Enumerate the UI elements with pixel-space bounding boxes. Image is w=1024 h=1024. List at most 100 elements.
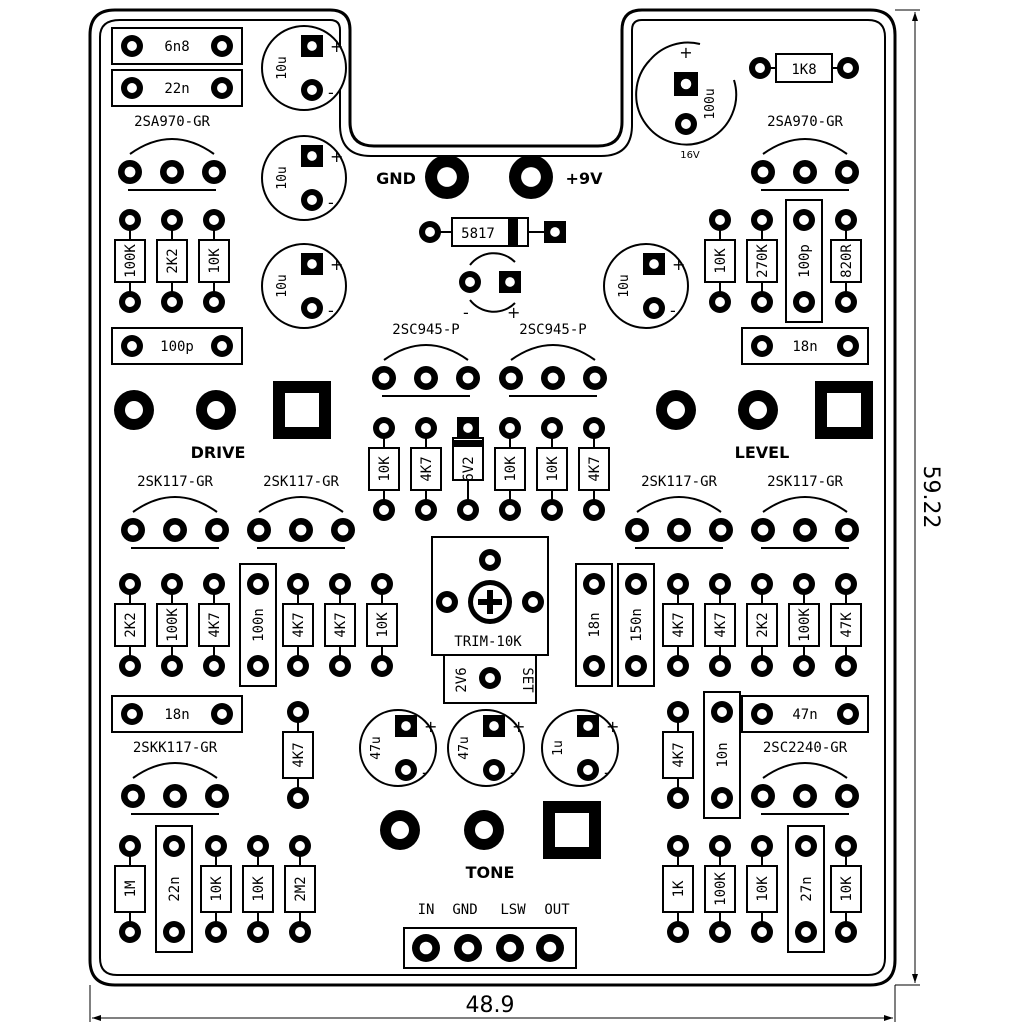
minus-mark: -: [463, 303, 469, 322]
pad: [667, 701, 689, 723]
pad: [709, 835, 731, 857]
drive-pot: [114, 381, 331, 439]
pad: [121, 703, 143, 725]
pad: [499, 499, 521, 521]
resistor-r_mid4: 10K: [494, 417, 526, 521]
resistor-value: 10K: [375, 612, 391, 638]
cap-value: 18n: [587, 612, 603, 637]
pad: [667, 518, 691, 542]
pad: [751, 160, 775, 184]
resistor-value: 4K7: [419, 456, 435, 481]
resistor-r_br3: 10K: [746, 835, 778, 943]
io-in-label: IN: [418, 902, 435, 918]
pad: [414, 366, 438, 390]
cap-value: 27n: [799, 876, 815, 901]
pad: [454, 934, 482, 962]
pad: [479, 667, 501, 689]
film-cap-r_ml4: 100n: [239, 563, 277, 687]
resistor-value: 100K: [797, 608, 813, 642]
board-outline: [88, 8, 897, 987]
v9-label: +9V: [566, 169, 604, 188]
cap-value: 6n8: [164, 39, 189, 55]
pad: [163, 835, 185, 857]
trimmer-set: SET: [519, 667, 535, 693]
pad: [289, 518, 313, 542]
pad: [656, 390, 696, 430]
resistor-r_tl1: 100K: [114, 209, 146, 313]
pad: [329, 655, 351, 677]
resistor-value: 1K8: [791, 62, 816, 78]
electrolytic-e2: +-10u: [261, 135, 347, 221]
pad: [211, 335, 233, 357]
pad: [121, 784, 145, 808]
resistor-r_br5: 10K: [830, 835, 862, 943]
pad: [203, 573, 225, 595]
minus-mark: -: [328, 83, 334, 102]
width-dimension: 48.9: [466, 993, 515, 1018]
cap-voltage: 16V: [680, 150, 700, 161]
pad: [380, 810, 420, 850]
pad: [459, 271, 481, 293]
pad: [795, 835, 817, 857]
square-pad: [301, 253, 323, 275]
pad: [301, 79, 323, 101]
resistor-r_ml3: 4K7: [198, 573, 230, 677]
resistor-value: 100K: [713, 872, 729, 906]
diode-label: 5817: [461, 226, 495, 242]
pad: [161, 209, 183, 231]
minus-mark: -: [328, 193, 334, 212]
resistor-r_ml2: 100K: [156, 573, 188, 677]
transistor: [751, 762, 859, 815]
cap-value: 47n: [792, 707, 817, 723]
tone-label: TONE: [466, 863, 515, 882]
pad: [751, 573, 773, 595]
pad: [667, 835, 689, 857]
resistor-r_ml7: 10K: [366, 573, 398, 677]
transistor: [247, 496, 355, 549]
plus-mark: +: [507, 303, 520, 322]
pad: [331, 518, 355, 542]
pad: [415, 499, 437, 521]
resistor-r_mid5: 10K: [536, 417, 568, 521]
cap-value: 100u: [703, 88, 718, 119]
pad: [301, 297, 323, 319]
pad: [203, 655, 225, 677]
resistor-value: 100K: [123, 244, 139, 278]
q7-label: 2SK117-GR: [641, 474, 717, 490]
film-cap-c22n: 22n: [111, 69, 243, 107]
cap-value: 1u: [551, 740, 566, 756]
pad: [793, 518, 817, 542]
pad: [211, 77, 233, 99]
resistor-value: 4K7: [713, 612, 729, 637]
cap-value: 10u: [617, 274, 632, 297]
cap-value: 22n: [164, 81, 189, 97]
pad: [541, 366, 565, 390]
level-pot: [656, 381, 873, 439]
pad: [835, 209, 857, 231]
resistor-value: 1K: [671, 880, 687, 897]
resistor-value: 4K7: [671, 742, 687, 767]
square-pad: [483, 715, 505, 737]
electrolytic-e7: +-1u: [541, 709, 619, 787]
pad: [483, 759, 505, 781]
square-pad: [674, 72, 698, 96]
resistor-r_ml5: 4K7: [282, 573, 314, 677]
resistor-value: 10K: [207, 248, 223, 274]
resistor-value: 2M2: [293, 876, 309, 901]
resistor-r_br2: 100K: [704, 835, 736, 943]
pad: [456, 366, 480, 390]
resistor-value: 1M: [123, 881, 139, 898]
q6-label: 2SK117-GR: [263, 474, 339, 490]
pad: [161, 573, 183, 595]
pad: [287, 573, 309, 595]
q4-label: 2SC945-P: [519, 322, 586, 338]
q1-label: 2SA970-GR: [134, 114, 210, 130]
film-cap-r_br4: 27n: [787, 825, 825, 953]
pad: [793, 655, 815, 677]
pad: [479, 549, 501, 571]
resistor-r_bl3: 10K: [200, 835, 232, 943]
pad: [675, 113, 697, 135]
gnd-jack: [425, 155, 469, 199]
polarized-cap-small: -+: [459, 252, 521, 322]
film-cap-r_bl2: 22n: [155, 825, 193, 953]
